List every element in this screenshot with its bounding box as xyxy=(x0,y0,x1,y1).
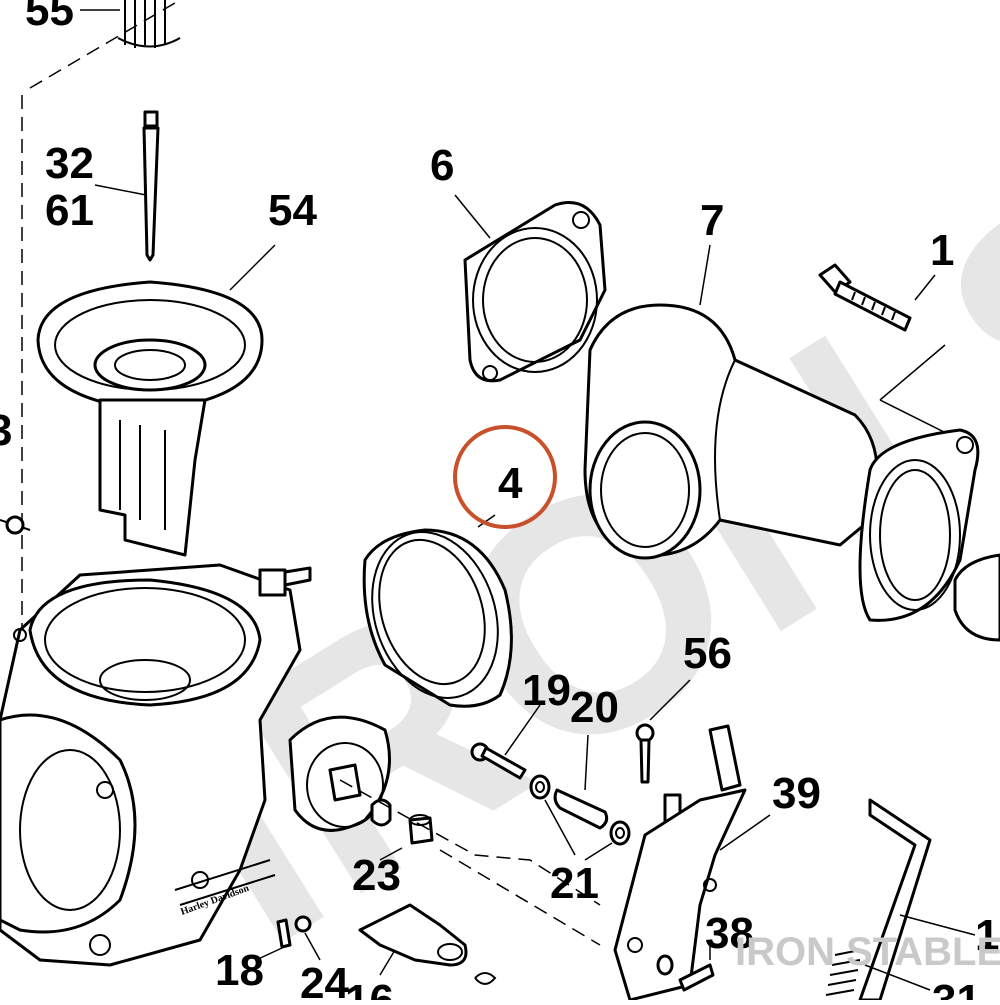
part-24-washer xyxy=(294,915,321,961)
callout-6: 6 xyxy=(430,141,454,190)
part-1-bolt xyxy=(818,263,936,332)
part-23-bushing xyxy=(370,798,434,861)
callout-39: 39 xyxy=(772,769,821,818)
part-3-intake-flange xyxy=(858,428,1000,642)
dash-guides xyxy=(339,779,601,946)
callout-55: 55 xyxy=(25,0,74,35)
callout-1: 1 xyxy=(930,226,954,275)
callout-20: 20 xyxy=(570,683,619,732)
callout-4: 4 xyxy=(498,459,523,508)
part-19-screw xyxy=(470,704,541,780)
callout-54: 54 xyxy=(268,186,317,235)
part-55-springs xyxy=(80,0,181,48)
callout-7: 7 xyxy=(700,196,724,245)
callout-24: 24 xyxy=(300,959,349,1000)
carburetor-body: Harley Davidson xyxy=(0,515,391,967)
part-56-screw xyxy=(635,679,691,784)
callout-38: 38 xyxy=(705,909,754,958)
part-21-washers xyxy=(529,774,631,861)
callout-21: 21 xyxy=(550,859,599,908)
part-39-bracket xyxy=(613,724,771,1002)
highlight-circle xyxy=(453,425,557,529)
part-6-flange-gasket xyxy=(454,194,607,383)
part-7-elbow-manifold xyxy=(583,244,879,560)
part-38-pin xyxy=(656,940,715,992)
callout-12: 12 xyxy=(975,911,1000,960)
footer-watermark: IRON STABLE xyxy=(735,930,1000,974)
part-54-diaphragm-slide xyxy=(36,244,276,557)
callout-31: 31 xyxy=(932,976,981,1000)
part-32-needle xyxy=(94,110,160,262)
callout-18: 18 xyxy=(215,946,264,995)
callout-19: 19 xyxy=(522,666,571,715)
part-clip-small xyxy=(474,972,497,985)
part-20-spring xyxy=(553,734,609,830)
callout-32: 32 xyxy=(45,139,94,188)
part-4-seal-ring xyxy=(362,514,513,708)
part-31-spring xyxy=(825,949,931,996)
part-16-lever xyxy=(358,903,468,976)
callout-23: 23 xyxy=(352,851,401,900)
callout-3: 3 xyxy=(0,406,12,455)
part-18-clip xyxy=(255,918,292,961)
callout-16: 16 xyxy=(345,976,394,1000)
callout-56: 56 xyxy=(683,629,732,678)
callout-61: 61 xyxy=(45,186,94,235)
